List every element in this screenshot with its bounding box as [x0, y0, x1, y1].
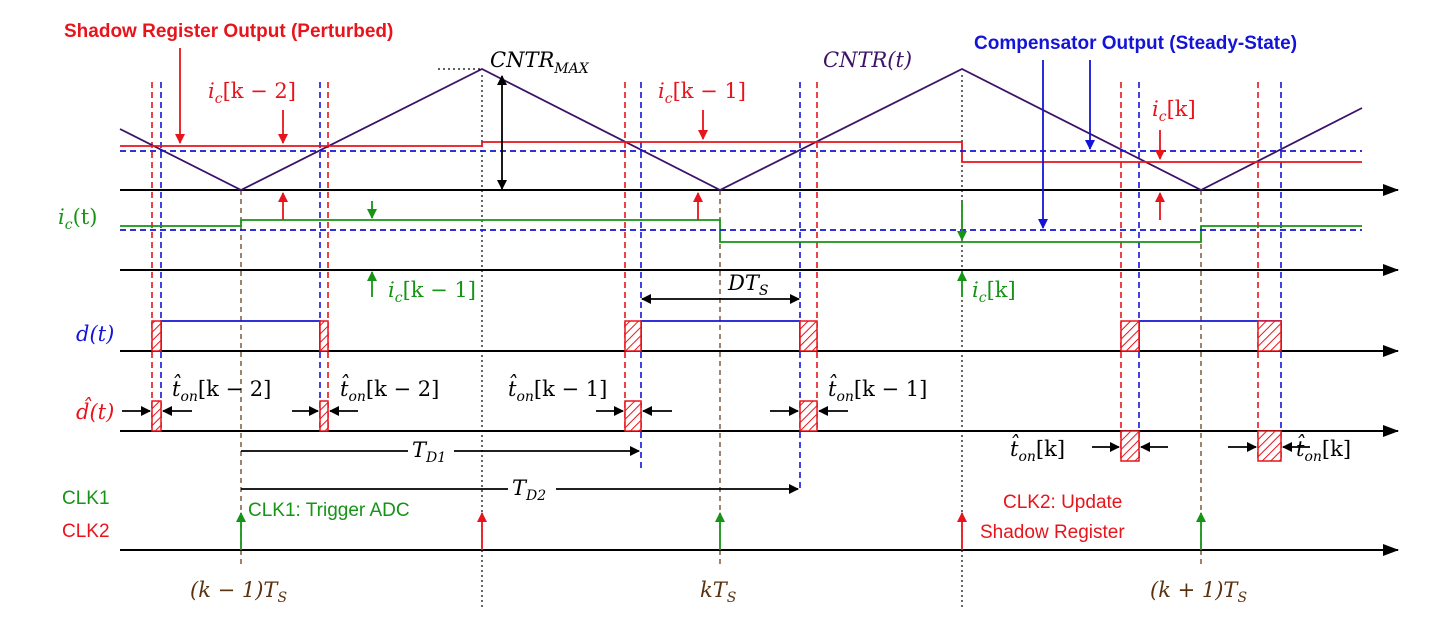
clk1-note: CLK1: Trigger ADC — [248, 500, 410, 521]
duty-hatch-4 — [799, 320, 818, 352]
cntr-max-label: CNTRMAX — [490, 48, 590, 77]
compensator-title: Compensator Output (Steady-State) — [974, 33, 1297, 54]
td2-label: TD2 — [512, 476, 546, 504]
shadow-register-title: Shadow Register Output (Perturbed) — [64, 21, 393, 42]
ic-t-label: ic(t) — [58, 205, 97, 233]
ic-k1-bottom-label: ic[k − 1] — [388, 278, 476, 306]
ton-label-6: t̂on[k] — [1296, 434, 1351, 465]
duty-hatch-blocks — [151, 320, 1282, 352]
clk2-label: CLK2 — [62, 521, 110, 542]
duty-pulse-1 — [152, 320, 321, 352]
blue-arrows — [1038, 60, 1095, 229]
duty-hat-3 — [624, 400, 642, 432]
duty-pulse-2 — [625, 320, 801, 352]
counter-waveform — [119, 67, 1363, 192]
axes — [120, 184, 1399, 556]
duty-hat-4 — [799, 400, 818, 432]
clk2-note-line2: Shadow Register — [980, 522, 1125, 543]
td1-label-bg — [408, 440, 454, 462]
duty-hat-2 — [319, 400, 329, 432]
ic-k1-top-label: ic[k − 1] — [658, 79, 746, 107]
green-arrows — [236, 201, 1206, 550]
duty-hat-1 — [151, 400, 162, 432]
time-k: kTS — [700, 578, 736, 606]
td2-label-bg — [508, 478, 556, 500]
red-arrows — [175, 48, 1165, 550]
dts-label: DTS — [727, 271, 768, 299]
d-t-label: d(t) — [76, 322, 114, 346]
ton-label-4: t̂on[k − 1] — [828, 374, 927, 405]
duty-hatch-3 — [624, 320, 642, 352]
time-k-plus-1: (k + 1)TS — [1150, 578, 1247, 606]
duty-hatch-5 — [1120, 320, 1140, 352]
d-hat-t-label: d̂(t) — [76, 397, 114, 424]
duty-hat-blocks — [151, 400, 1282, 462]
ic-k-top-label: ic[k] — [1152, 97, 1196, 125]
cntr-t-label: CNTR(t) — [823, 48, 912, 72]
td1-label: TD1 — [412, 438, 446, 466]
clk2-note-line1: CLK2: Update — [1003, 492, 1122, 513]
black-arrows — [122, 75, 1310, 494]
ic-k2-top-label: ic[k − 2] — [208, 79, 296, 107]
shadow-register-trace — [120, 141, 1362, 163]
duty-hatch-1 — [151, 320, 162, 352]
ton-label-3: t̂on[k − 1] — [508, 374, 607, 405]
time-k-minus-1: (k − 1)TS — [190, 578, 287, 606]
duty-hat-5 — [1120, 430, 1140, 462]
ton-label-2: t̂on[k − 2] — [340, 374, 439, 405]
duty-hatch-6 — [1257, 320, 1282, 352]
ton-label-5: t̂on[k] — [1010, 434, 1065, 465]
current-green-trace — [120, 219, 1362, 243]
ton-label-1: t̂on[k − 2] — [172, 374, 271, 405]
ic-k-bottom-label: ic[k] — [972, 278, 1016, 306]
duty-hat-6 — [1257, 430, 1282, 462]
clk1-label: CLK1 — [62, 488, 110, 509]
duty-hatch-2 — [319, 320, 329, 352]
